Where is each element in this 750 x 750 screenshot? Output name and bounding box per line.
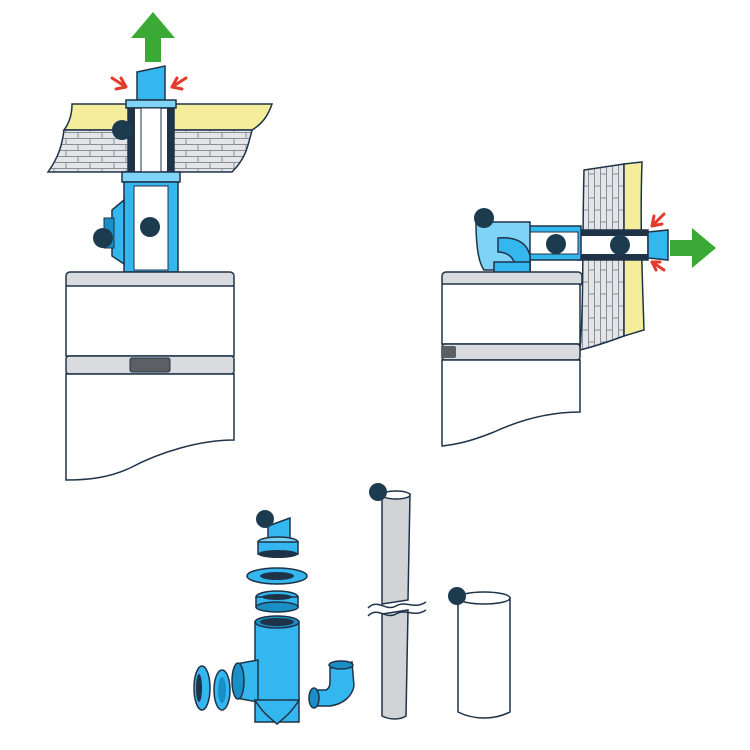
flue-kit-parts [193, 510, 355, 725]
extension-pipe-short [448, 587, 511, 719]
extension-pipe-long [367, 483, 427, 720]
horizontal-flue-assembly [441, 161, 716, 447]
marker-wall-pipe [610, 235, 630, 255]
water-heater-unit-right [441, 271, 583, 447]
marker-duct-inner [140, 217, 160, 237]
water-heater-unit-left [65, 271, 235, 481]
marker-short-pipe [448, 587, 466, 605]
heater-handle-icon [129, 357, 171, 373]
pipe-break-mark [367, 601, 427, 609]
vertical-flue-assembly [46, 12, 274, 481]
tee-fitting [231, 615, 301, 725]
heater-handle-right-icon [442, 346, 456, 358]
adapter-ring [255, 590, 299, 613]
flue-terminal-cap [257, 516, 299, 558]
exhaust-arrow-right-icon [670, 228, 716, 268]
vertical-duct [103, 65, 181, 273]
marker-side-box [93, 228, 113, 248]
marker-elbow-top [474, 208, 494, 228]
exhaust-arrow-icon [131, 12, 175, 62]
marker-terminal-cap [256, 510, 274, 528]
side-cap-left [193, 665, 211, 711]
air-intake-arrow-top-icon [650, 212, 666, 228]
marker-inner-pipe [546, 234, 566, 254]
marker-extension-pipe [369, 483, 387, 501]
marker-roof-pipe [112, 120, 132, 140]
horizontal-duct [475, 221, 669, 277]
elbow-fitting [308, 660, 355, 709]
seal-ring [246, 567, 308, 585]
side-cap-right [213, 669, 231, 711]
air-intake-arrow-right-icon [170, 76, 188, 91]
air-intake-arrow-bottom-icon [650, 260, 666, 272]
air-intake-arrow-left-icon [110, 76, 128, 91]
